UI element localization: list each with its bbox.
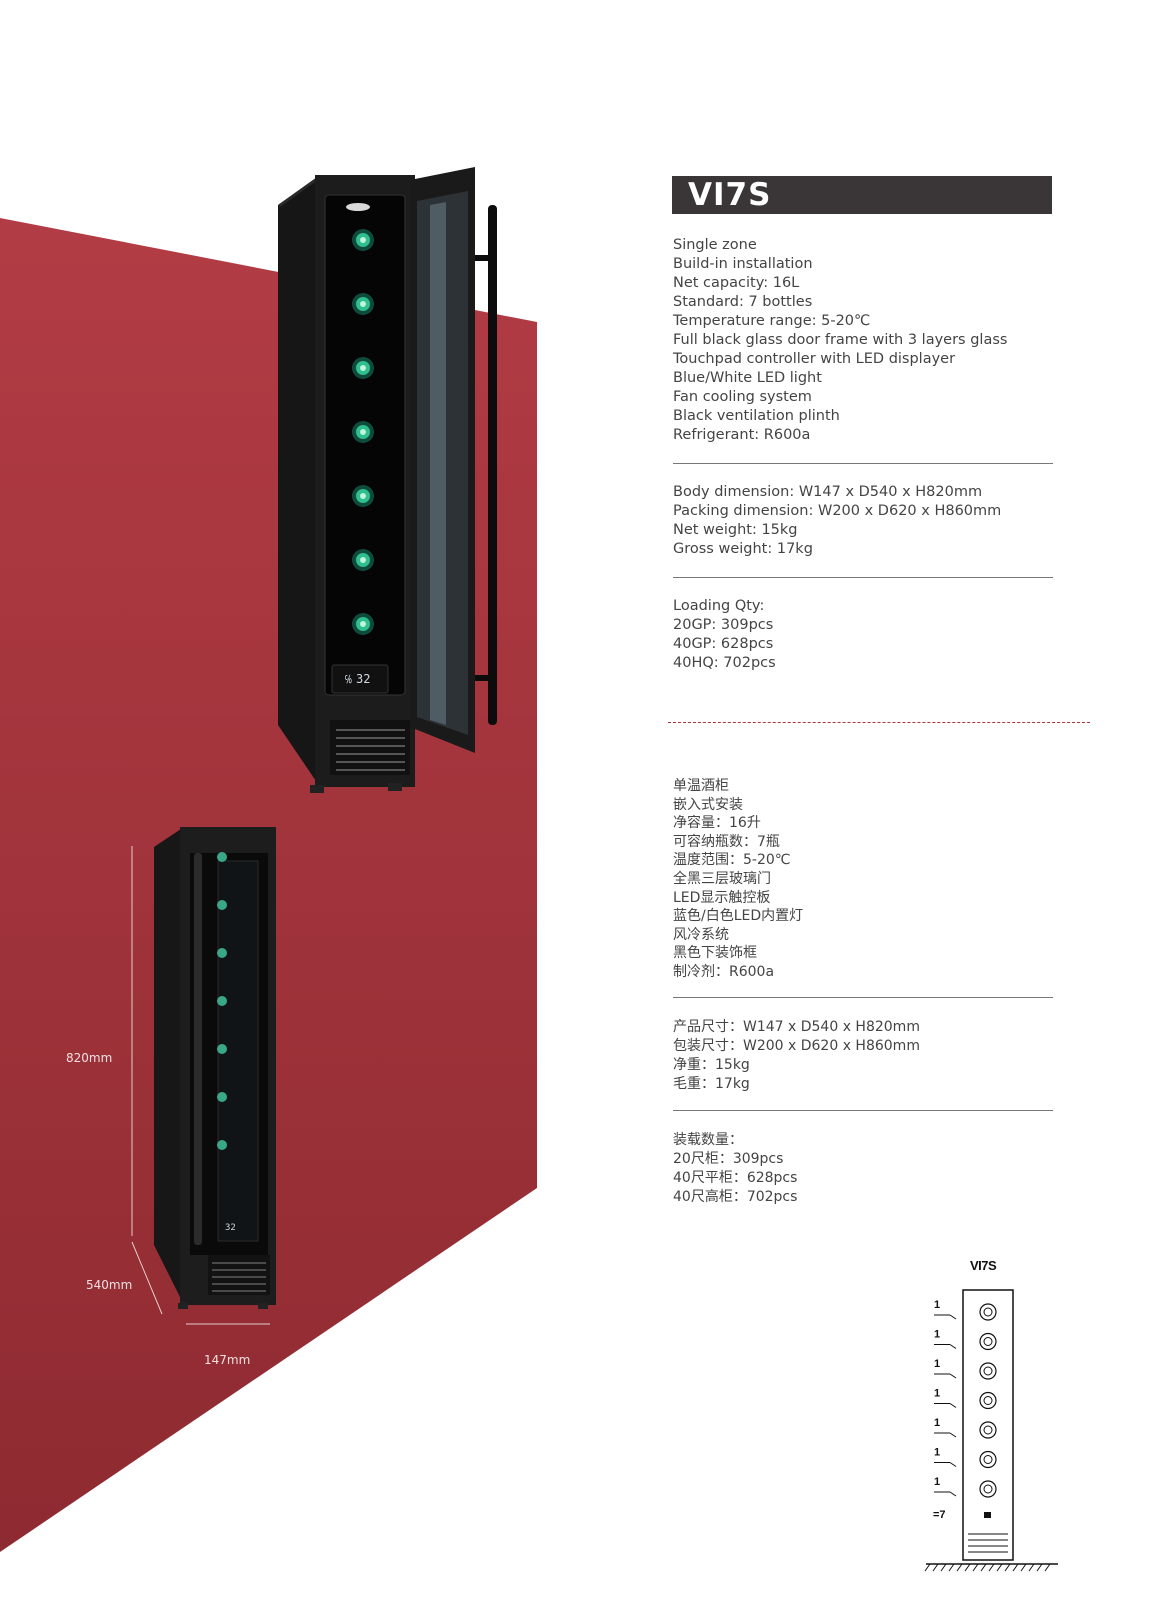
bottle-neck (352, 357, 374, 379)
diagram-shelf: 1 (934, 1476, 997, 1498)
feature-item-cn: 净容量：16升 (673, 815, 761, 832)
display-temperature: 32 (356, 672, 370, 686)
ground-hatch (924, 1563, 1051, 1572)
diagram-total-label: =7 (933, 1509, 946, 1521)
height-dimension-label: 820mm (66, 1051, 113, 1065)
divider (673, 577, 1053, 578)
bottle-light (217, 1140, 227, 1150)
feature-item-cn: 制冷剂：R600a (673, 963, 775, 980)
bottle-light (217, 900, 227, 910)
display-temperature-closed: 32 (225, 1223, 236, 1233)
feature-item-cn: 风冷系统 (673, 926, 729, 943)
shelf-layout-diagram: 1 1 1 1 1 1 1 =7 (924, 1289, 1058, 1572)
feature-item: Standard: 7 bottles (673, 294, 813, 310)
model-title-bar: VI7S (672, 176, 1052, 214)
diagram-shelf: 1 (934, 1358, 997, 1380)
loading-list-cn: 装载数量： 20尺柜：309pcs 40尺平柜：628pcs 40尺高柜：702… (673, 1131, 797, 1207)
diagram-title: VI7S (970, 1258, 997, 1273)
feature-item: Fan cooling system (673, 389, 812, 405)
shelf-count-label: 1 (934, 1447, 940, 1459)
feature-item: Single zone (673, 237, 757, 253)
dimension-item: Packing dimension: W200 x D620 x H860mm (673, 503, 1002, 519)
bottle-neck (352, 485, 374, 507)
feature-item: Black ventilation plinth (673, 408, 840, 424)
dimension-item-cn: 产品尺寸：W147 x D540 x H820mm (673, 1019, 920, 1035)
feature-item-cn: 蓝色/白色LED内置灯 (673, 908, 804, 925)
shelf-count-label: 1 (934, 1476, 940, 1488)
shelf-count-label: 1 (934, 1417, 940, 1429)
loading-item-cn: 40尺高柜：702pcs (673, 1189, 798, 1205)
shelf-count-label: 1 (934, 1299, 940, 1311)
loading-item-cn: 20尺柜：309pcs (673, 1151, 784, 1167)
features-list-cn: 单温酒柜 嵌入式安装 净容量：16升 可容纳瓶数：7瓶 温度范围：5-20℃ 全… (673, 777, 803, 982)
bottle-light (217, 1092, 227, 1102)
features-list: Single zone Build-in installation Net ca… (673, 236, 1007, 445)
feature-item-cn: 全黑三层玻璃门 (673, 870, 771, 887)
dimension-item: Gross weight: 17kg (673, 541, 813, 557)
wine-cooler-open-door-photo: ℅ 32 (278, 167, 497, 793)
feature-item: Temperature range: 5-20℃ (673, 313, 871, 329)
model-title: VI7S (688, 177, 772, 213)
bottle-neck (352, 229, 374, 251)
diagram-shelf: 1 (934, 1329, 997, 1351)
bottle-neck (352, 293, 374, 315)
feature-item: Build-in installation (673, 256, 813, 272)
shelf-count-label: 1 (934, 1329, 940, 1341)
feature-item: Net capacity: 16L (673, 275, 800, 291)
loading-item: Loading Qty: (673, 598, 765, 614)
divider (673, 1110, 1053, 1111)
bottle-light (217, 1044, 227, 1054)
width-dimension-label: 147mm (204, 1353, 251, 1367)
feature-item: Full black glass door frame with 3 layer… (673, 332, 1008, 348)
bottle-lights-group (217, 852, 227, 1150)
divider (673, 997, 1053, 998)
svg-text:℅: ℅ (345, 673, 352, 686)
depth-dimension-label: 540mm (86, 1278, 133, 1292)
feature-item-cn: 黑色下装饰框 (673, 945, 757, 962)
dimension-item-cn: 包装尺寸：W200 x D620 x H860mm (673, 1038, 920, 1054)
shelf-count-label: 1 (934, 1388, 940, 1400)
feature-item-cn: 单温酒柜 (673, 778, 729, 794)
dimension-item-cn: 毛重：17kg (673, 1076, 750, 1092)
diagram-bottle-rows: 1 1 1 1 1 1 1 (934, 1299, 997, 1498)
feature-item-cn: 嵌入式安装 (673, 796, 743, 813)
wine-cooler-closed-door-photo: 32 (154, 827, 276, 1309)
feature-item: Touchpad controller with LED displayer (673, 351, 956, 367)
feature-item-cn: 温度范围：5-20℃ (673, 852, 791, 869)
bottle-light (217, 948, 227, 958)
loading-item-cn: 40尺平柜：628pcs (673, 1170, 798, 1186)
dimensions-list: Body dimension: W147 x D540 x H820mm Pac… (673, 483, 1001, 559)
diagram-shelf: 1 (934, 1417, 997, 1439)
diagram-shelf: 1 (934, 1299, 997, 1321)
loading-list: Loading Qty: 20GP: 309pcs 40GP: 628pcs 4… (673, 597, 776, 673)
loading-item-cn: 装载数量： (673, 1132, 743, 1148)
shelf-count-label: 1 (934, 1358, 940, 1370)
dashed-separator (668, 722, 1090, 723)
bottle-neck (352, 549, 374, 571)
dimension-item-cn: 净重：15kg (673, 1057, 750, 1073)
feature-item-cn: LED显示触控板 (673, 889, 771, 906)
feature-item: Blue/White LED light (673, 370, 822, 386)
bottle-neck (352, 421, 374, 443)
loading-item: 40GP: 628pcs (673, 636, 774, 652)
dimension-item: Net weight: 15kg (673, 522, 798, 538)
loading-item: 40HQ: 702pcs (673, 655, 776, 671)
divider (673, 463, 1053, 464)
bottle-necks-group (352, 229, 374, 635)
dimension-item: Body dimension: W147 x D540 x H820mm (673, 484, 983, 500)
bottle-light (217, 852, 227, 862)
diagram-shelf: 1 (934, 1388, 997, 1410)
bottle-neck (352, 613, 374, 635)
loading-item: 20GP: 309pcs (673, 617, 774, 633)
bottle-light (217, 996, 227, 1006)
feature-item-cn: 可容纳瓶数：7瓶 (673, 833, 780, 850)
diagram-shelf: 1 (934, 1447, 997, 1469)
feature-item: Refrigerant: R600a (673, 427, 811, 443)
dimensions-list-cn: 产品尺寸：W147 x D540 x H820mm 包装尺寸：W200 x D6… (673, 1018, 920, 1094)
